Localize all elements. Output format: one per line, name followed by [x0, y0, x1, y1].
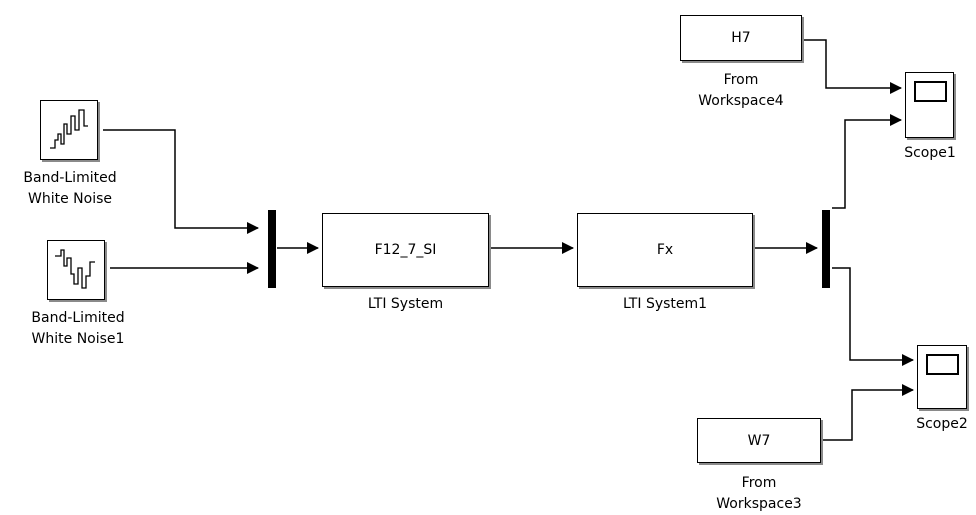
from-workspace3-text: W7	[747, 432, 771, 449]
lti-system-block[interactable]: F12_7_SI	[322, 213, 489, 287]
mux-block-2[interactable]	[822, 210, 830, 288]
band-limited-white-noise-label: Band-Limited White Noise	[23, 170, 117, 207]
line-h7-to-scope1	[803, 39, 902, 94]
scope2-label: Scope2	[916, 416, 968, 432]
scope1-block[interactable]	[905, 72, 954, 138]
lti-system-text: F12_7_SI	[374, 242, 437, 258]
scope-screen-icon	[926, 354, 959, 375]
line-mux2-to-scope1	[832, 114, 902, 209]
scope-screen-icon	[914, 81, 947, 102]
scope1-label: Scope1	[904, 145, 956, 161]
lti-system1-label: LTI System1	[622, 296, 708, 312]
lti-system1-block[interactable]: Fx	[577, 213, 753, 287]
band-limited-white-noise-block[interactable]	[40, 100, 98, 160]
from-workspace4-text: H7	[731, 30, 751, 46]
line-w7-to-scope2	[823, 384, 914, 441]
lti-system1-text: Fx	[656, 242, 674, 258]
mux-block[interactable]	[268, 210, 276, 288]
scope2-block[interactable]	[917, 345, 967, 409]
line-noise-to-mux	[103, 129, 259, 234]
band-limited-white-noise1-block[interactable]	[47, 240, 105, 300]
from-workspace3-label: From Workspace3	[716, 475, 802, 512]
line-mux2-to-scope2	[832, 267, 914, 366]
from-workspace4-block[interactable]: H7	[680, 15, 802, 61]
random-noise-icon	[50, 109, 88, 149]
lti-system-label: LTI System	[367, 296, 444, 312]
random-noise-icon	[55, 249, 95, 289]
band-limited-white-noise1-label: Band-Limited White Noise1	[31, 310, 125, 347]
from-workspace4-label: From Workspace4	[698, 72, 784, 109]
from-workspace3-block[interactable]: W7	[697, 418, 821, 463]
